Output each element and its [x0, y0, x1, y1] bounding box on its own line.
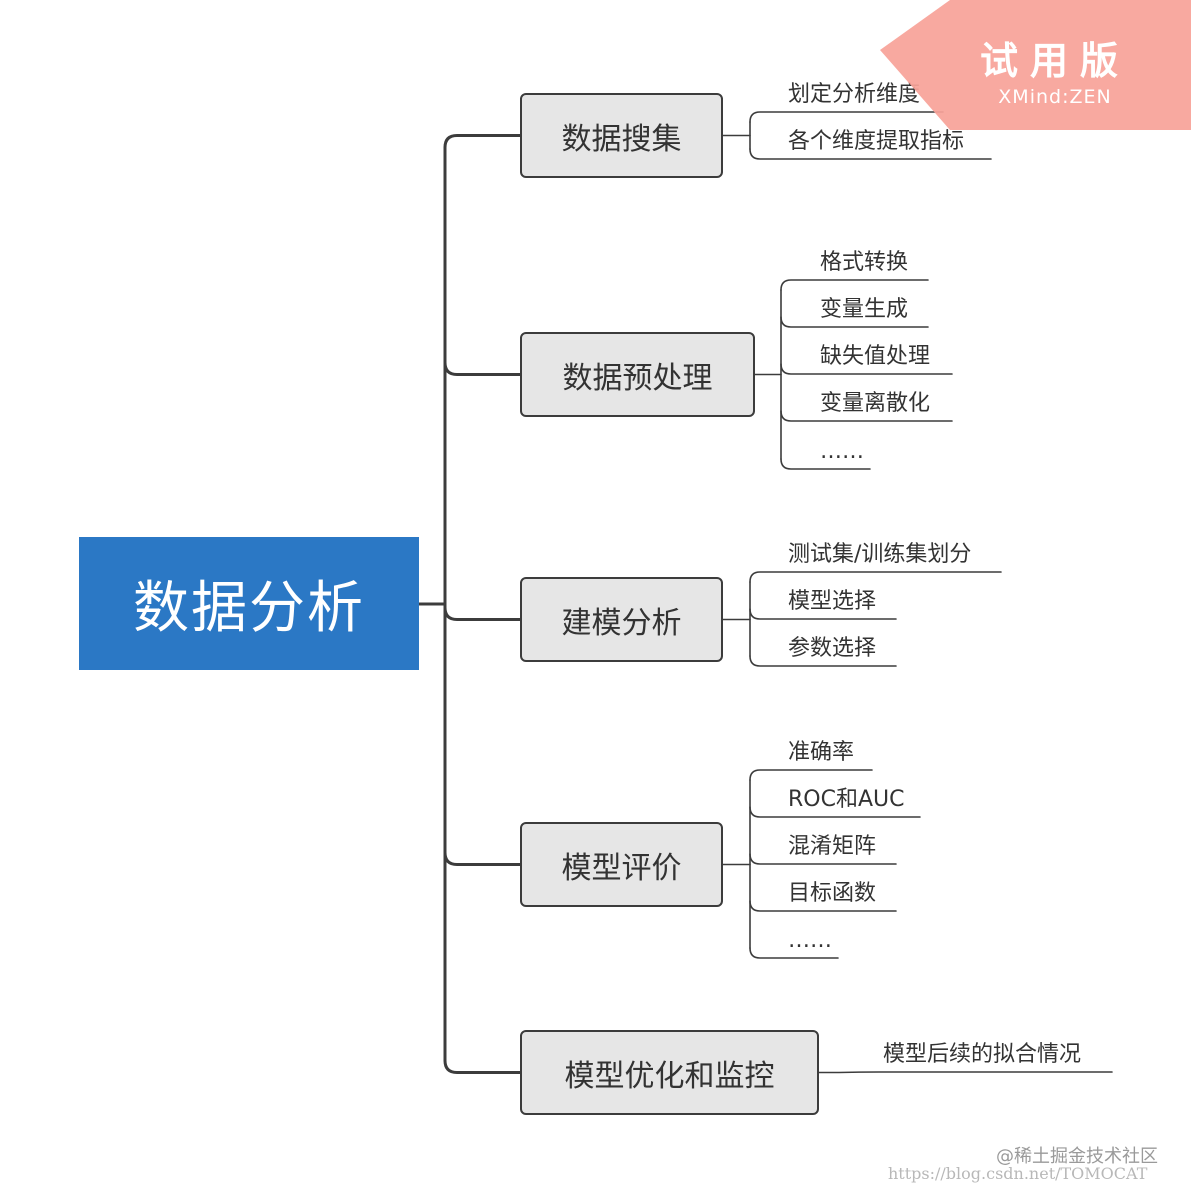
branch-modeling[interactable]: 建模分析	[520, 577, 723, 662]
branch-model-evaluation[interactable]: 模型评价	[520, 822, 723, 907]
leaf-topic[interactable]: 测试集/训练集划分	[788, 542, 972, 567]
leaf-topic[interactable]: 混淆矩阵	[788, 834, 877, 859]
connector-line	[443, 1059, 522, 1074]
leaf-topic[interactable]: 变量离散化	[820, 391, 931, 416]
leaf-topic[interactable]: 划定分析维度	[788, 82, 921, 107]
leaf-topic[interactable]: 格式转换	[820, 250, 909, 275]
trial-banner	[880, 0, 1191, 130]
connector-line	[818, 1071, 1113, 1074]
trial-banner-title: 试用版	[979, 39, 1130, 83]
connector-line	[443, 361, 522, 376]
connector-line	[749, 769, 873, 781]
connector-line	[443, 134, 522, 149]
leaf-topic[interactable]: ……	[820, 439, 864, 464]
connector-line	[749, 111, 944, 123]
branch-data-collection[interactable]: 数据搜集	[520, 93, 723, 178]
connector-line	[749, 571, 1002, 583]
site-watermark: @稀土掘金技术社区	[996, 1146, 1158, 1167]
connector-line	[443, 851, 522, 866]
leaf-topic[interactable]: 模型选择	[788, 589, 877, 614]
leaf-topic[interactable]: 准确率	[788, 740, 855, 765]
leaf-topic[interactable]: ……	[788, 928, 832, 953]
branch-model-optimization[interactable]: 模型优化和监控	[520, 1030, 819, 1115]
root-topic[interactable]: 数据分析	[79, 537, 419, 670]
leaf-topic[interactable]: 目标函数	[788, 881, 877, 906]
trial-banner-subtitle: XMind:ZEN	[998, 86, 1112, 108]
connector-line	[780, 279, 929, 291]
leaf-topic[interactable]: 参数选择	[788, 636, 877, 661]
leaf-topic[interactable]: 模型后续的拟合情况	[883, 1042, 1082, 1067]
leaf-topic[interactable]: 各个维度提取指标	[788, 129, 965, 154]
leaf-topic[interactable]: 变量生成	[820, 297, 909, 322]
leaf-topic[interactable]: ROC和AUC	[788, 787, 905, 812]
branch-data-preprocessing[interactable]: 数据预处理	[520, 332, 755, 417]
leaf-topic[interactable]: 缺失值处理	[820, 344, 931, 369]
url-watermark: https://blog.csdn.net/TOMOCAT	[888, 1164, 1148, 1183]
connector-line	[443, 606, 522, 621]
